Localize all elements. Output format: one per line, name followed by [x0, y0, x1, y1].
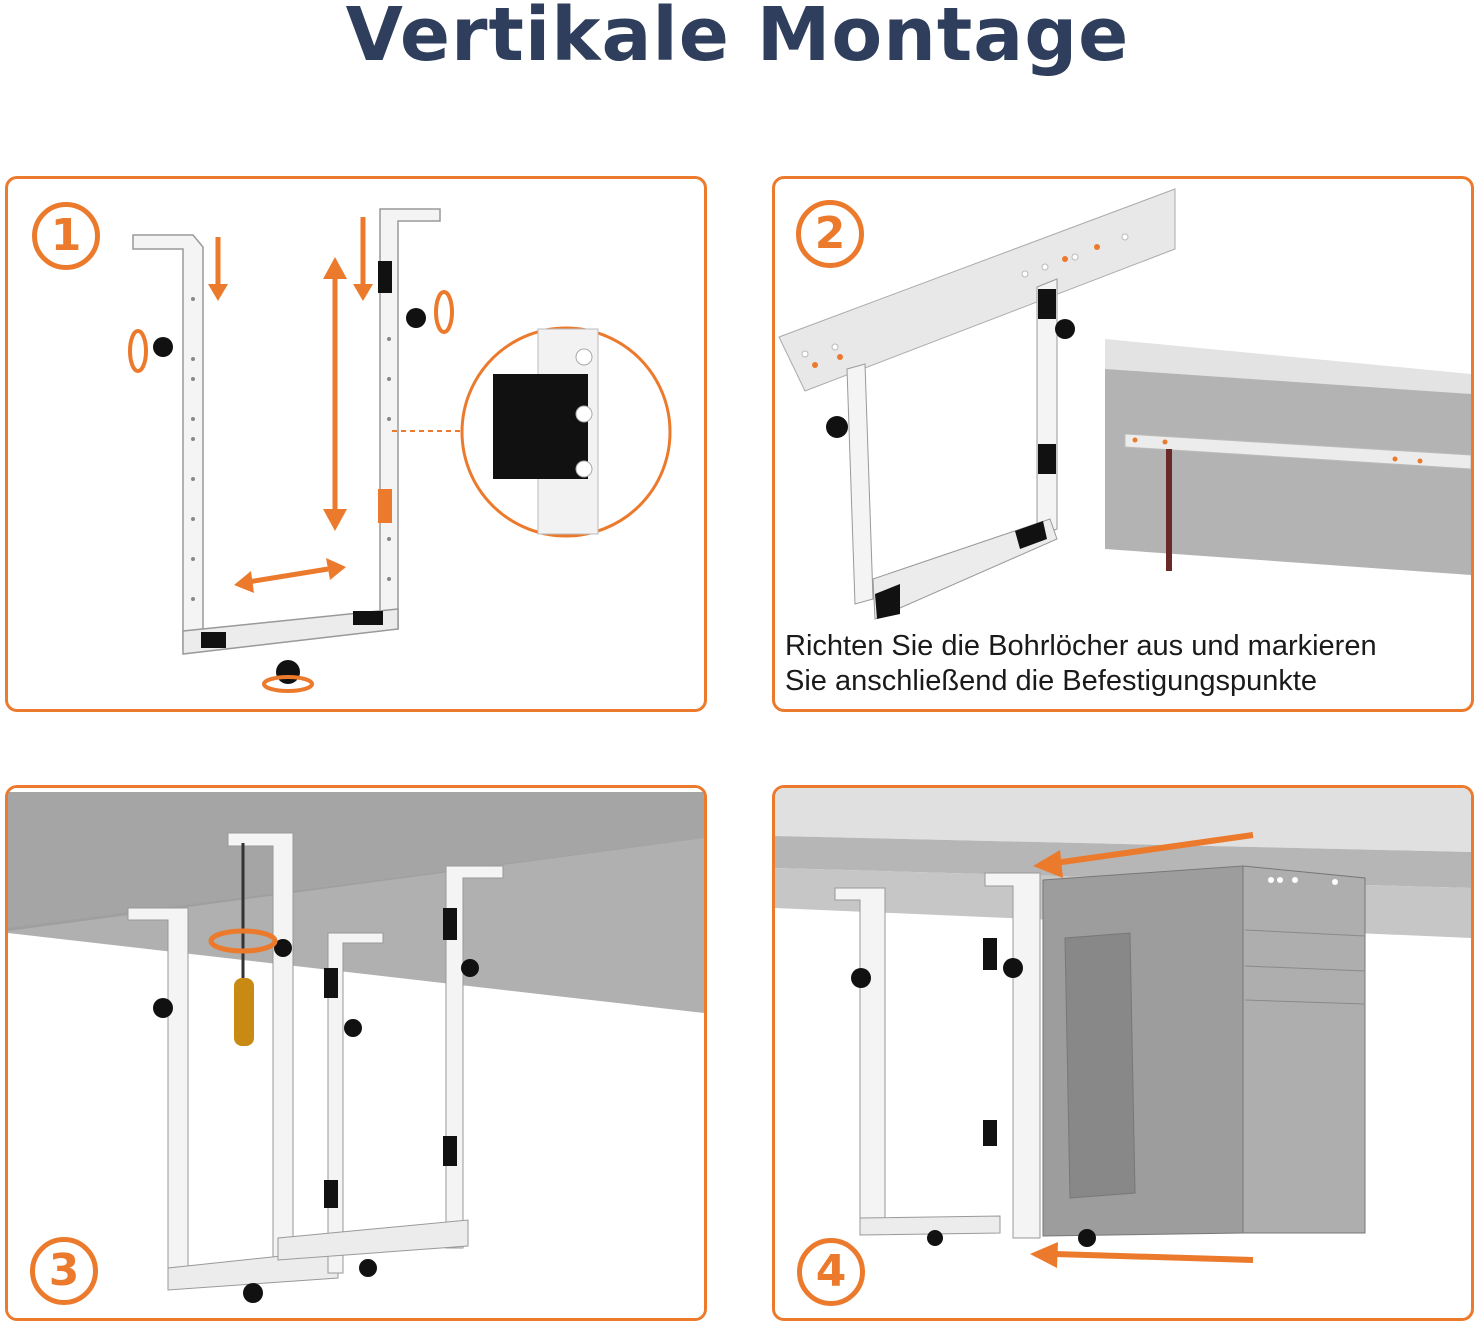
screwing-bracket-illustration	[8, 788, 704, 1318]
step-2-panel: 2 Richten Sie die Bohrlöcher aus und mar…	[772, 176, 1474, 712]
step-2-caption-line-1: Richten Sie die Bohrlöcher aus und marki…	[785, 630, 1377, 662]
step-1-panel: 1	[5, 176, 707, 712]
step-2-caption: Richten Sie die Bohrlöcher aus und marki…	[785, 629, 1471, 699]
step-1-number-badge: 1	[32, 202, 100, 270]
page-title: Vertikale Montage	[345, 0, 1130, 78]
step-3-number-badge: 3	[30, 1237, 98, 1305]
bracket-assembly-illustration	[128, 208, 672, 693]
step-4-number-badge: 4	[797, 1238, 865, 1306]
step-2-caption-line-2: Sie anschließend die Befestigungspunkte	[785, 665, 1318, 697]
marking-holes-illustration	[778, 188, 1471, 620]
step-2-number-badge: 2	[796, 200, 864, 268]
step-3-panel: 3	[5, 785, 707, 1321]
mounting-pc-illustration	[775, 788, 1471, 1268]
step-4-panel: 4	[772, 785, 1474, 1321]
